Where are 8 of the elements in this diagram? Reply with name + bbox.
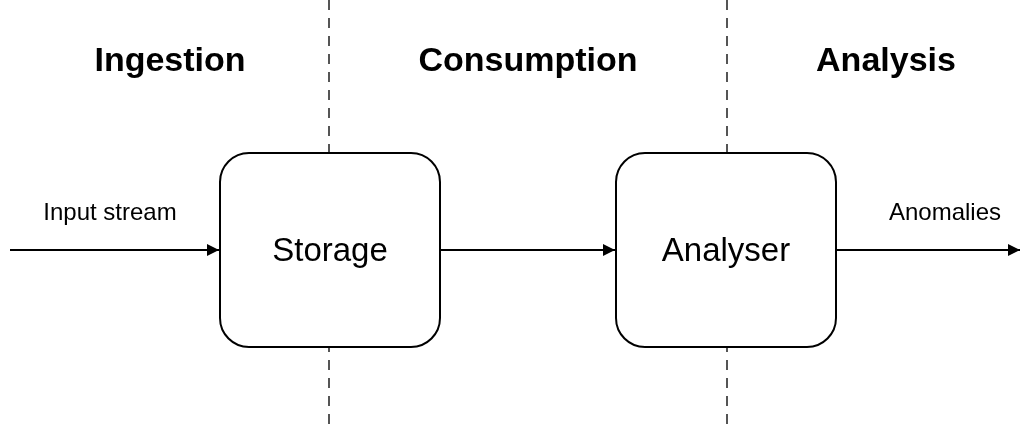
process-box: Storage — [219, 152, 441, 348]
arrow — [836, 244, 1021, 256]
section-heading: Consumption — [418, 40, 638, 79]
arrow — [440, 244, 616, 256]
process-box: Analyser — [615, 152, 837, 348]
arrow — [9, 244, 220, 256]
section-heading: Ingestion — [94, 40, 246, 79]
section-heading: Analysis — [816, 40, 956, 79]
